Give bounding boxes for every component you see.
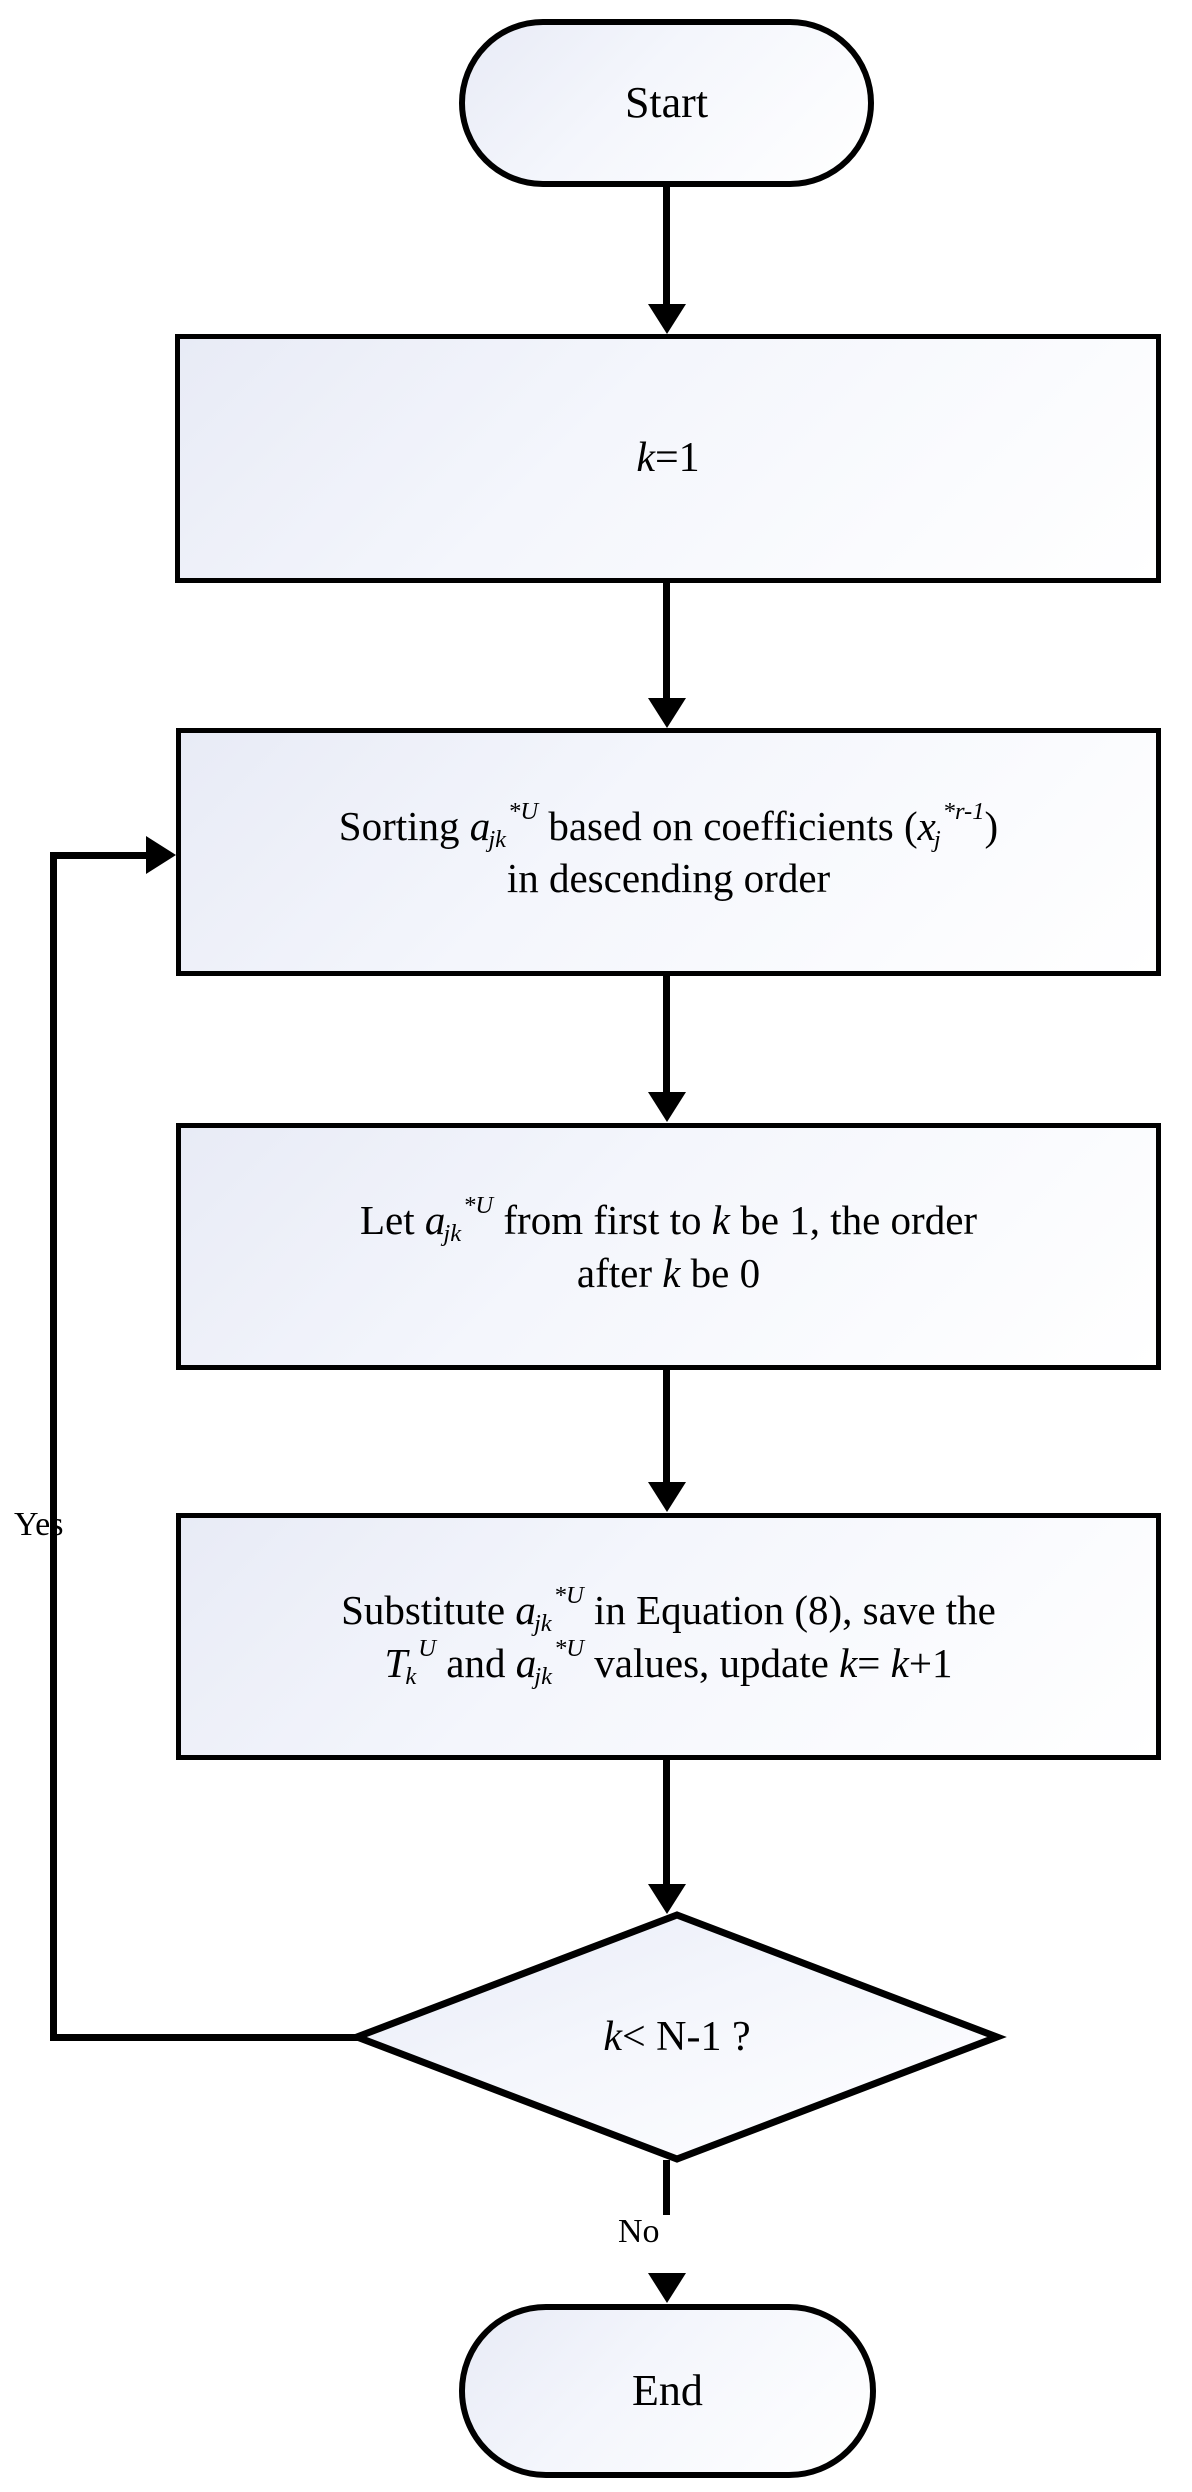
decision-diamond-shape — [347, 1911, 1007, 2163]
node-end[interactable]: End — [459, 2304, 876, 2478]
edge-substitute-to-decision-line — [663, 1760, 670, 1885]
edge-sorting-to-assign-line — [663, 975, 670, 1093]
edge-yes-horizontal-bottom — [50, 2034, 358, 2041]
node-substitute-label: Substitute ajk*U in Equation (8), save t… — [341, 1582, 996, 1690]
node-assign-label: Let ajk*U from first to k be 1, the orde… — [359, 1192, 978, 1296]
edge-label-no: No — [618, 2213, 660, 2250]
edge-start-to-init-arrowhead — [648, 304, 686, 334]
edge-no-line-upper — [663, 2160, 670, 2215]
node-init[interactable]: k=1 — [175, 334, 1161, 583]
node-decision[interactable]: k < N-1 ? — [347, 1911, 1007, 2163]
node-end-label: End — [632, 2365, 703, 2415]
node-sorting[interactable]: Sorting ajk*U based on coefficients (xj*… — [176, 728, 1161, 976]
node-init-label: k=1 — [636, 434, 700, 481]
node-start-label: Start — [624, 77, 709, 127]
edge-no-arrowhead — [648, 2273, 686, 2303]
edge-init-to-sorting-arrowhead — [648, 698, 686, 728]
node-start[interactable]: Start — [459, 19, 874, 187]
edge-init-to-sorting-line — [663, 582, 670, 700]
node-assign[interactable]: Let ajk*U from first to k be 1, the orde… — [176, 1123, 1161, 1370]
edge-yes-horizontal-top — [50, 852, 148, 859]
node-substitute[interactable]: Substitute ajk*U in Equation (8), save t… — [176, 1513, 1161, 1760]
edge-yes-arrowhead — [146, 836, 176, 874]
edge-assign-to-substitute-arrowhead — [648, 1482, 686, 1512]
edge-yes-vertical — [50, 852, 57, 2037]
edge-assign-to-substitute-line — [663, 1370, 670, 1483]
node-sorting-label: Sorting ajk*U based on coefficients (xj*… — [338, 797, 999, 901]
edge-sorting-to-assign-arrowhead — [648, 1092, 686, 1122]
edge-start-to-init-line — [663, 186, 670, 306]
edge-label-yes: Yes — [14, 1506, 64, 1543]
edge-substitute-to-decision-arrowhead — [648, 1884, 686, 1914]
node-decision-label: k < N-1 ? — [603, 2014, 751, 2060]
